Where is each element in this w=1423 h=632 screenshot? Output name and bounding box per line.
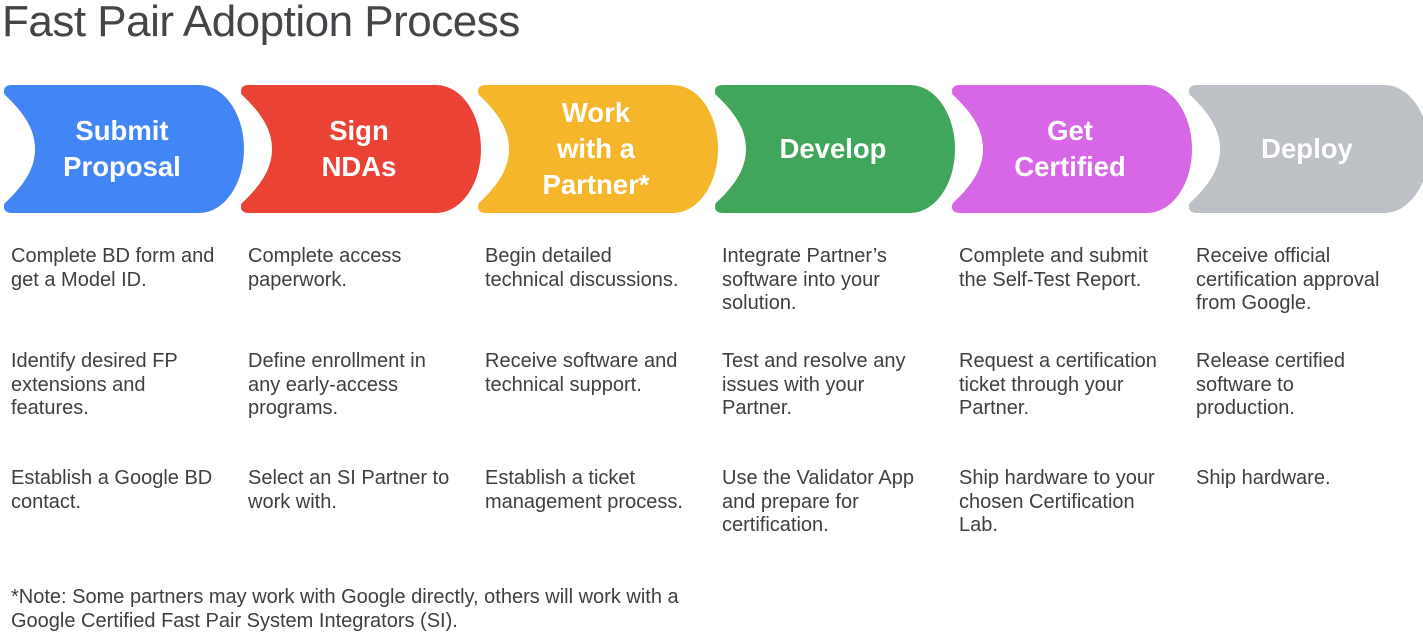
step-detail-0-0: Complete BD form and get a Model ID. — [11, 245, 215, 291]
step-detail-1-2: Select an SI Partner to work with. — [248, 467, 450, 513]
step-detail-2-1: Receive software and technical support. — [485, 350, 678, 396]
step-detail-4-2: Ship hardware to your chosen Certificati… — [959, 467, 1155, 536]
step-detail-3-0: Integrate Partner’s software into your s… — [722, 245, 887, 314]
process-flow — [4, 85, 1423, 213]
step-detail-0-2: Establish a Google BD contact. — [11, 467, 213, 513]
step-detail-0-1: Identify desired FP extensions and featu… — [11, 350, 178, 419]
step-detail-4-0: Complete and submit the Self-Test Report… — [959, 245, 1148, 291]
step-label-submit-proposal: Submit Proposal — [63, 115, 181, 182]
step-label-develop: Develop — [779, 133, 887, 164]
step-detail-1-1: Define enrollment in any early-access pr… — [248, 350, 426, 419]
step-label-deploy: Deploy — [1261, 133, 1353, 164]
step-detail-3-1: Test and resolve any issues with your Pa… — [722, 350, 906, 419]
step-label-work-with-partner: Work with a Partner* — [542, 97, 650, 200]
step-detail-4-1: Request a certification ticket through y… — [959, 350, 1157, 419]
step-label-get-certified: Get Certified — [1014, 115, 1126, 182]
step-detail-1-0: Complete access paperwork. — [248, 245, 402, 291]
page-title: Fast Pair Adoption Process — [2, 0, 520, 46]
step-detail-2-2: Establish a ticket management process. — [485, 467, 683, 513]
step-detail-5-0: Receive official certification approval … — [1196, 245, 1380, 314]
footnote: *Note: Some partners may work with Googl… — [11, 586, 679, 632]
step-detail-5-2: Ship hardware. — [1196, 467, 1331, 489]
step-detail-5-1: Release certified software to production… — [1196, 350, 1345, 419]
step-detail-2-0: Begin detailed technical discussions. — [485, 245, 679, 291]
step-detail-3-2: Use the Validator App and prepare for ce… — [722, 467, 914, 536]
step-label-sign-ndas: Sign NDAs — [321, 115, 397, 182]
